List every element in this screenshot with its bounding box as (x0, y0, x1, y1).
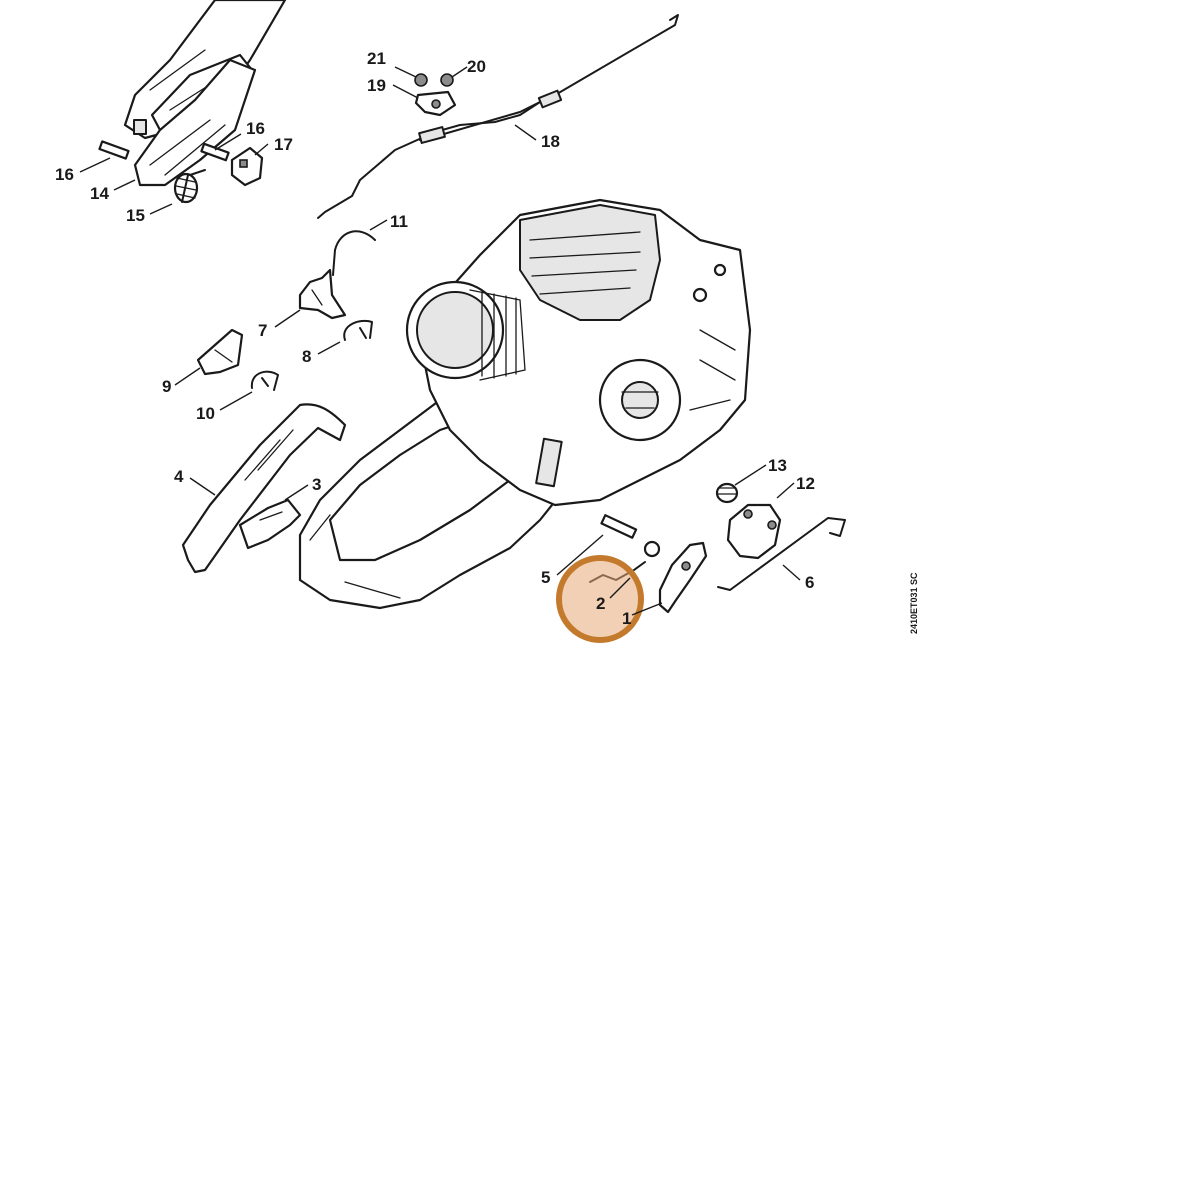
brake-lever-part-1[interactable] (658, 541, 708, 614)
callout-17: 17 (274, 135, 293, 154)
leader-lines (79, 66, 801, 616)
callout-13: 13 (768, 456, 787, 475)
handle-molding-part-4[interactable] (181, 403, 347, 574)
lever-part-9[interactable] (196, 328, 244, 376)
brake-lever-part-12[interactable] (726, 503, 782, 560)
callout-16-left: 16 (55, 165, 74, 184)
screw-part-21[interactable] (414, 73, 428, 87)
screw-part-20[interactable] (440, 73, 454, 87)
callout-7: 7 (258, 321, 267, 340)
throttle-cable-part-18[interactable] (317, 14, 679, 219)
clip-part-8[interactable] (343, 320, 373, 341)
callout-21: 21 (367, 49, 386, 68)
callout-16-right: 16 (246, 119, 265, 138)
chainsaw-body-assembly (298, 198, 752, 610)
callout-9: 9 (162, 377, 171, 396)
callout-10: 10 (196, 404, 215, 423)
callout-5: 5 (541, 568, 550, 587)
pin-part-16-left[interactable] (98, 140, 130, 160)
callout-11: 11 (390, 212, 408, 231)
torsion-spring-part-15[interactable] (173, 169, 206, 204)
callout-19: 19 (367, 76, 386, 95)
cable-bracket-part-19[interactable] (414, 90, 457, 117)
callout-4: 4 (174, 467, 184, 486)
diagram-reference-code: 2410ET031 SC (909, 572, 919, 634)
throttle-lock-housing-part-14[interactable] (133, 58, 257, 187)
hook-wire-part-11[interactable] (332, 230, 376, 276)
clip-part-10[interactable] (250, 370, 279, 391)
bracket-part-3[interactable] (238, 498, 302, 550)
callout-1: 1 (622, 609, 631, 628)
rod-part-6[interactable] (717, 517, 846, 591)
highlight-ring (556, 555, 644, 643)
callout-2: 2 (596, 594, 605, 613)
pin-part-5[interactable] (600, 514, 638, 539)
callout-20: 20 (467, 57, 486, 76)
callout-15: 15 (126, 206, 145, 225)
callout-18: 18 (541, 132, 560, 151)
callout-6: 6 (805, 573, 814, 592)
pin-part-16-right[interactable] (200, 142, 230, 162)
callout-12: 12 (796, 474, 815, 493)
spring-part-13[interactable] (715, 482, 739, 504)
callout-14: 14 (90, 184, 109, 203)
choke-lever-part-7[interactable] (298, 268, 347, 320)
callout-labels: 1 2 3 4 5 6 7 8 9 10 11 12 13 14 15 16 1… (55, 49, 815, 628)
throttle-interlock-part-17[interactable] (230, 146, 264, 187)
callout-8: 8 (302, 347, 311, 366)
callout-3: 3 (312, 475, 321, 494)
